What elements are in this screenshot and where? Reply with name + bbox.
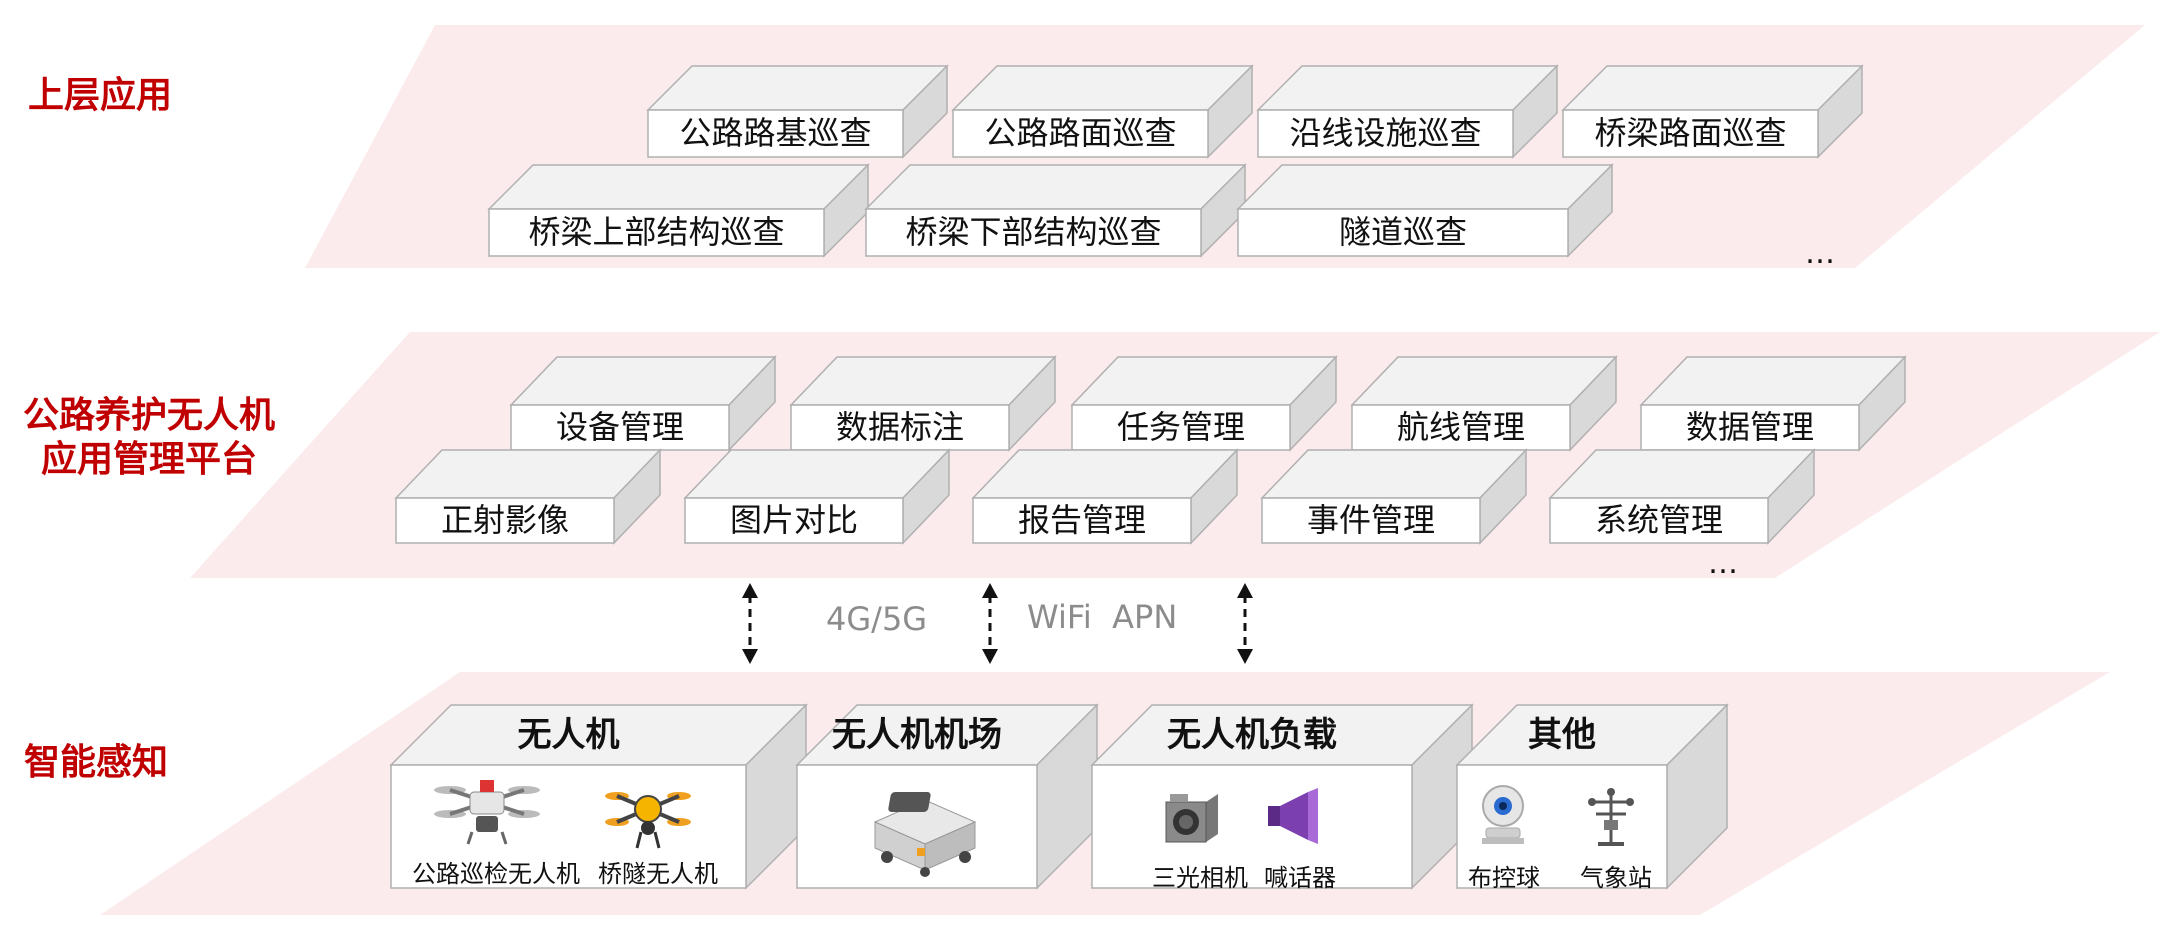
connection-arrows (748, 595, 1247, 652)
platform-module-5-shape (1639, 355, 1907, 452)
platform-module-7-label: 图片对比 (729, 500, 858, 539)
platform-module-10-label: 系统管理 (1594, 500, 1723, 539)
inspection-drone-icon (434, 780, 540, 845)
top-app-box-6-label: 桥梁上部结构巡查 (528, 212, 785, 251)
platform-module-4-label: 航线管理 (1396, 407, 1525, 446)
platform-module-10: 系统管理 (1548, 448, 1816, 545)
top-app-box-6-shape (487, 163, 870, 258)
sensing-group-3-shape (1090, 703, 1474, 890)
top-app-box-3-label: 沿线设施巡查 (1289, 113, 1482, 152)
platform-module-9-label: 事件管理 (1306, 500, 1435, 539)
platform-module-9-shape (1260, 448, 1528, 545)
platform-module-6-label: 正射影像 (440, 500, 569, 539)
sensing-group-3: 无人机负载 (1090, 703, 1474, 890)
middle-layer-title-line2: 应用管理平台 (40, 439, 257, 480)
platform-module-2-shape (789, 355, 1057, 452)
tunnel-drone-icon (605, 792, 691, 849)
platform-module-4: 航线管理 (1350, 355, 1618, 452)
sensing-group-2-label: 无人机机场 (832, 715, 1002, 755)
top-app-box-4-label: 桥梁路面巡查 (1594, 113, 1787, 152)
top-app-box-8-shape (1236, 163, 1614, 258)
sensing-group-4-label: 其他 (1528, 715, 1596, 755)
middle-more-indicator: … (1708, 546, 1740, 581)
top-app-box-2-label: 公路路面巡查 (984, 113, 1177, 152)
middle-layer-title-line1: 公路养护无人机 (22, 395, 275, 436)
caption-tunnel-drone: 桥隧无人机 (598, 860, 718, 888)
weather-station-icon (1588, 788, 1634, 846)
label-wifi-apn: WiFi APN (1027, 598, 1178, 636)
top-app-box-1: 公路路基巡查 (646, 64, 949, 159)
top-app-box-7-label: 桥梁下部结构巡查 (905, 212, 1162, 251)
label-4g5g: 4G/5G (826, 600, 928, 638)
top-app-box-1-label: 公路路基巡查 (679, 113, 872, 152)
middle-layer-title: 公路养护无人机 应用管理平台 (14, 394, 284, 482)
top-app-box-3: 沿线设施巡查 (1256, 64, 1559, 159)
platform-module-7-shape (683, 448, 951, 545)
platform-module-1-label: 设备管理 (555, 407, 684, 446)
sensing-group-1-shape (389, 703, 808, 890)
platform-module-6-shape (394, 448, 662, 545)
top-app-box-7-shape (864, 163, 1247, 258)
platform-module-7: 图片对比 (683, 448, 951, 545)
platform-module-3-label: 任务管理 (1116, 407, 1245, 446)
bottom-layer-title: 智能感知 (24, 742, 169, 783)
top-app-box-4-shape (1561, 64, 1864, 159)
top-app-box-2: 公路路面巡查 (951, 64, 1254, 159)
megaphone-icon (1268, 788, 1318, 844)
top-app-box-8: 隧道巡查 (1236, 163, 1614, 258)
top-app-box-2-shape (951, 64, 1254, 159)
top-layer-title: 上层应用 (28, 75, 173, 116)
platform-module-8-label: 报告管理 (1017, 500, 1146, 539)
platform-module-9: 事件管理 (1260, 448, 1528, 545)
top-app-box-4: 桥梁路面巡查 (1561, 64, 1864, 159)
top-app-box-7: 桥梁下部结构巡查 (864, 163, 1247, 258)
top-app-box-8-label: 隧道巡查 (1338, 212, 1467, 251)
sensing-group-1-label: 无人机 (517, 715, 620, 755)
sensing-group-4-shape (1455, 703, 1729, 890)
platform-module-8-shape (971, 448, 1239, 545)
caption-megaphone: 喊话器 (1264, 864, 1336, 892)
platform-module-8: 报告管理 (971, 448, 1239, 545)
dome-camera-icon (1482, 785, 1524, 844)
caption-camera: 三光相机 (1152, 864, 1248, 892)
drone-dock-icon (873, 792, 977, 877)
platform-module-1: 设备管理 (509, 355, 777, 452)
top-app-box-6: 桥梁上部结构巡查 (487, 163, 870, 258)
platform-module-3: 任务管理 (1070, 355, 1338, 452)
caption-weather-station: 气象站 (1580, 864, 1652, 892)
caption-inspection-drone: 公路巡检无人机 (412, 860, 580, 888)
top-app-box-3-shape (1256, 64, 1559, 159)
sensing-group-4: 其他 (1455, 703, 1729, 890)
platform-module-1-shape (509, 355, 777, 452)
sensing-group-3-label: 无人机负载 (1167, 715, 1337, 755)
platform-module-6: 正射影像 (394, 448, 662, 545)
top-app-box-1-shape (646, 64, 949, 159)
top-more-indicator: … (1805, 236, 1837, 271)
platform-module-5: 数据管理 (1639, 355, 1907, 452)
platform-module-5-label: 数据管理 (1685, 407, 1814, 446)
platform-module-2-label: 数据标注 (835, 407, 964, 446)
camera-icon (1165, 794, 1218, 843)
sensing-group-1: 无人机 (389, 703, 808, 890)
platform-module-2: 数据标注 (789, 355, 1057, 452)
platform-module-10-shape (1548, 448, 1816, 545)
platform-module-4-shape (1350, 355, 1618, 452)
caption-dome-camera: 布控球 (1468, 864, 1540, 892)
arrow-heads (742, 583, 1253, 664)
platform-module-3-shape (1070, 355, 1338, 452)
